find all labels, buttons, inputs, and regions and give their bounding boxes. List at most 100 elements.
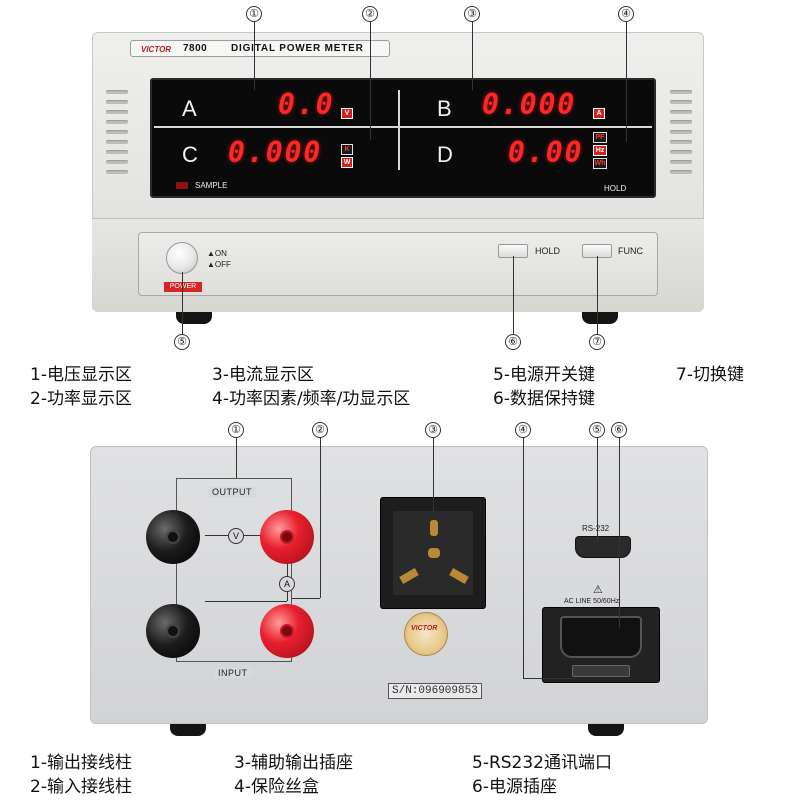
model-number: 7800 bbox=[183, 43, 208, 54]
rear-caption-1: 1-输出接线柱 bbox=[30, 753, 132, 773]
rear-callout-3: ③ bbox=[425, 422, 441, 438]
channel-a-label: A bbox=[182, 96, 197, 121]
front-caption-7: 7-切换键 bbox=[676, 365, 744, 385]
left-vent bbox=[106, 90, 128, 180]
rear-callout-line-6 bbox=[619, 438, 620, 628]
channel-c-reading: 0.000 bbox=[228, 136, 323, 169]
warning-icon: ⚠ bbox=[593, 583, 603, 596]
power-inlet[interactable] bbox=[560, 616, 642, 658]
rear-right-foot bbox=[588, 724, 624, 736]
rear-caption-3: 3-辅助输出插座 bbox=[234, 753, 353, 773]
output-link-line bbox=[205, 535, 287, 536]
unit-w-indicator: W bbox=[341, 157, 353, 168]
callout-line-2 bbox=[370, 22, 371, 140]
callout-line-5 bbox=[182, 272, 183, 334]
fuse-box[interactable] bbox=[572, 665, 630, 677]
display-divider-vertical bbox=[398, 90, 400, 170]
unit-wh-indicator: Wh bbox=[593, 158, 607, 169]
off-text: OFF bbox=[214, 260, 231, 269]
rear-callout-line-4 bbox=[523, 438, 524, 678]
voltmeter-symbol-icon: V bbox=[228, 528, 244, 544]
rear-callout-6: ⑥ bbox=[611, 422, 627, 438]
unit-k-indicator: K bbox=[341, 144, 353, 155]
channel-b-label: B bbox=[437, 96, 452, 121]
ac-line-label: AC LINE 50/60Hz bbox=[564, 598, 620, 605]
rear-callout-1: ① bbox=[228, 422, 244, 438]
serial-number-label: S/N:096909853 bbox=[388, 683, 482, 699]
unit-v-indicator: V bbox=[341, 108, 353, 119]
rear-callout-2: ② bbox=[312, 422, 328, 438]
power-button[interactable] bbox=[166, 242, 198, 274]
front-caption-6: 6-数据保持键 bbox=[493, 389, 595, 409]
right-vent bbox=[670, 90, 692, 180]
front-caption-5: 5-电源开关键 bbox=[493, 365, 595, 385]
input-label: INPUT bbox=[214, 668, 252, 678]
callout-line-1 bbox=[254, 22, 255, 90]
rear-caption-6: 6-电源插座 bbox=[472, 777, 557, 797]
control-panel bbox=[138, 232, 658, 296]
device-title: DIGITAL POWER METER bbox=[231, 43, 364, 54]
front-caption-1: 1-电压显示区 bbox=[30, 365, 132, 385]
channel-b-reading: 0.000 bbox=[482, 88, 577, 121]
on-text: ON bbox=[214, 249, 227, 258]
on-label: ▲ON bbox=[207, 249, 227, 258]
brand-logo: VICTOR bbox=[141, 45, 172, 54]
rear-caption-4: 4-保险丝盒 bbox=[234, 777, 319, 797]
sample-led-icon bbox=[176, 182, 188, 189]
sticker-brand: VICTOR bbox=[411, 625, 438, 632]
terminal-frame bbox=[176, 478, 292, 662]
rear-callout-5: ⑤ bbox=[589, 422, 605, 438]
callout-4: ④ bbox=[618, 6, 634, 22]
rs232-port[interactable] bbox=[575, 536, 631, 558]
callout-line-6 bbox=[513, 256, 514, 334]
channel-d-reading: 0.00 bbox=[508, 136, 584, 169]
power-label: POWER bbox=[164, 282, 202, 292]
rear-callout-4: ④ bbox=[515, 422, 531, 438]
rear-callout-line-2 bbox=[320, 438, 321, 598]
callout-line-7 bbox=[597, 256, 598, 334]
socket-pin-top bbox=[430, 520, 438, 536]
front-caption-4: 4-功率因素/频率/功显示区 bbox=[212, 389, 411, 409]
channel-c-label: C bbox=[182, 142, 198, 167]
callout-line-4 bbox=[626, 22, 627, 142]
callout-3: ③ bbox=[464, 6, 480, 22]
model-label-strip: VICTOR 7800 DIGITAL POWER METER bbox=[130, 40, 390, 57]
unit-a-indicator: A bbox=[593, 108, 605, 119]
callout-line-3 bbox=[472, 22, 473, 90]
warranty-sticker: VICTOR bbox=[404, 612, 448, 656]
channel-d-label: D bbox=[437, 142, 453, 167]
hold-indicator: HOLD bbox=[604, 184, 627, 193]
display-divider-horizontal bbox=[154, 126, 652, 128]
ammeter-link-line bbox=[287, 535, 288, 601]
output-label: OUTPUT bbox=[208, 487, 256, 497]
front-caption-2: 2-功率显示区 bbox=[30, 389, 132, 409]
rear-caption-2: 2-输入接线柱 bbox=[30, 777, 132, 797]
output-black-terminal[interactable] bbox=[146, 510, 200, 564]
front-left-foot bbox=[176, 312, 212, 324]
input-black-terminal[interactable] bbox=[146, 604, 200, 658]
callout-1: ① bbox=[246, 6, 262, 22]
output-red-terminal[interactable] bbox=[260, 510, 314, 564]
unit-hz-indicator: Hz bbox=[593, 145, 607, 156]
rear-callout-line-1 bbox=[236, 438, 237, 478]
rs232-label: RS-232 bbox=[582, 524, 610, 533]
callout-6: ⑥ bbox=[505, 334, 521, 350]
callout-2: ② bbox=[362, 6, 378, 22]
rear-callout-line-2b bbox=[292, 598, 320, 599]
ammeter-symbol-icon: A bbox=[279, 576, 295, 592]
rear-caption-5: 5-RS232通讯端口 bbox=[472, 753, 613, 773]
func-key-label: FUNC bbox=[618, 246, 643, 256]
socket-pin-mid bbox=[428, 548, 440, 558]
channel-a-reading: 0.0 bbox=[278, 88, 335, 121]
callout-7: ⑦ bbox=[589, 334, 605, 350]
front-right-foot bbox=[582, 312, 618, 324]
hold-key-label: HOLD bbox=[535, 246, 561, 256]
callout-5: ⑤ bbox=[174, 334, 190, 350]
off-label: ▲OFF bbox=[207, 260, 231, 269]
led-display bbox=[150, 78, 656, 198]
rear-callout-line-4b bbox=[523, 678, 577, 679]
input-red-terminal[interactable] bbox=[260, 604, 314, 658]
input-link-line bbox=[205, 601, 287, 602]
sample-label: SAMPLE bbox=[195, 181, 228, 190]
front-caption-3: 3-电流显示区 bbox=[212, 365, 314, 385]
